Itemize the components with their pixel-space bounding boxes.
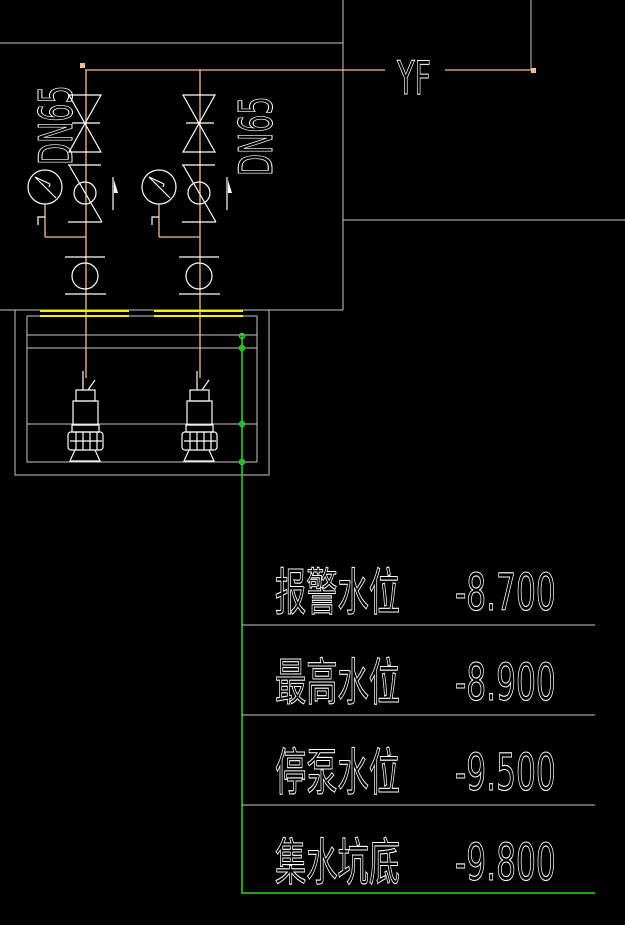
node-marker — [531, 68, 536, 73]
level-row-max: 最高水位 -8.900 — [275, 653, 557, 713]
level-value: -8.900 — [455, 653, 556, 712]
submersible-pump-icon — [181, 370, 218, 462]
level-name: 停泵水位 — [275, 743, 400, 802]
pressure-gauge-icon — [27, 169, 86, 238]
level-name: 集水坑底 — [275, 833, 400, 892]
node-marker — [80, 63, 85, 68]
flow-flag-icon — [112, 177, 118, 210]
pipe-size-right: DN65 — [230, 96, 284, 176]
pipe-label-yf: YF — [396, 52, 431, 106]
frame-lines — [0, 0, 625, 311]
pump-branch-1 — [27, 70, 118, 378]
flexible-joint-icon — [65, 256, 106, 295]
level-value: -8.700 — [455, 563, 556, 622]
level-value: -9.800 — [455, 833, 556, 892]
sump-pit — [14, 309, 270, 476]
level-name: 报警水位 — [275, 563, 400, 622]
submersible-pump-icon — [67, 371, 104, 462]
level-row-alarm: 报警水位 -8.700 — [275, 563, 557, 623]
level-row-bottom: 集水坑底 -9.800 — [275, 833, 557, 893]
gate-valve-icon — [67, 94, 103, 153]
pump-branch-2 — [141, 69, 233, 379]
pipe-size-left: DN65 — [30, 85, 84, 165]
check-valve-icon — [68, 164, 103, 223]
water-level-leader — [238, 332, 595, 894]
level-name: 最高水位 — [275, 653, 400, 712]
discharge-pipe — [80, 63, 536, 73]
level-row-stop: 停泵水位 -9.500 — [275, 743, 557, 803]
level-value: -9.500 — [455, 743, 556, 802]
